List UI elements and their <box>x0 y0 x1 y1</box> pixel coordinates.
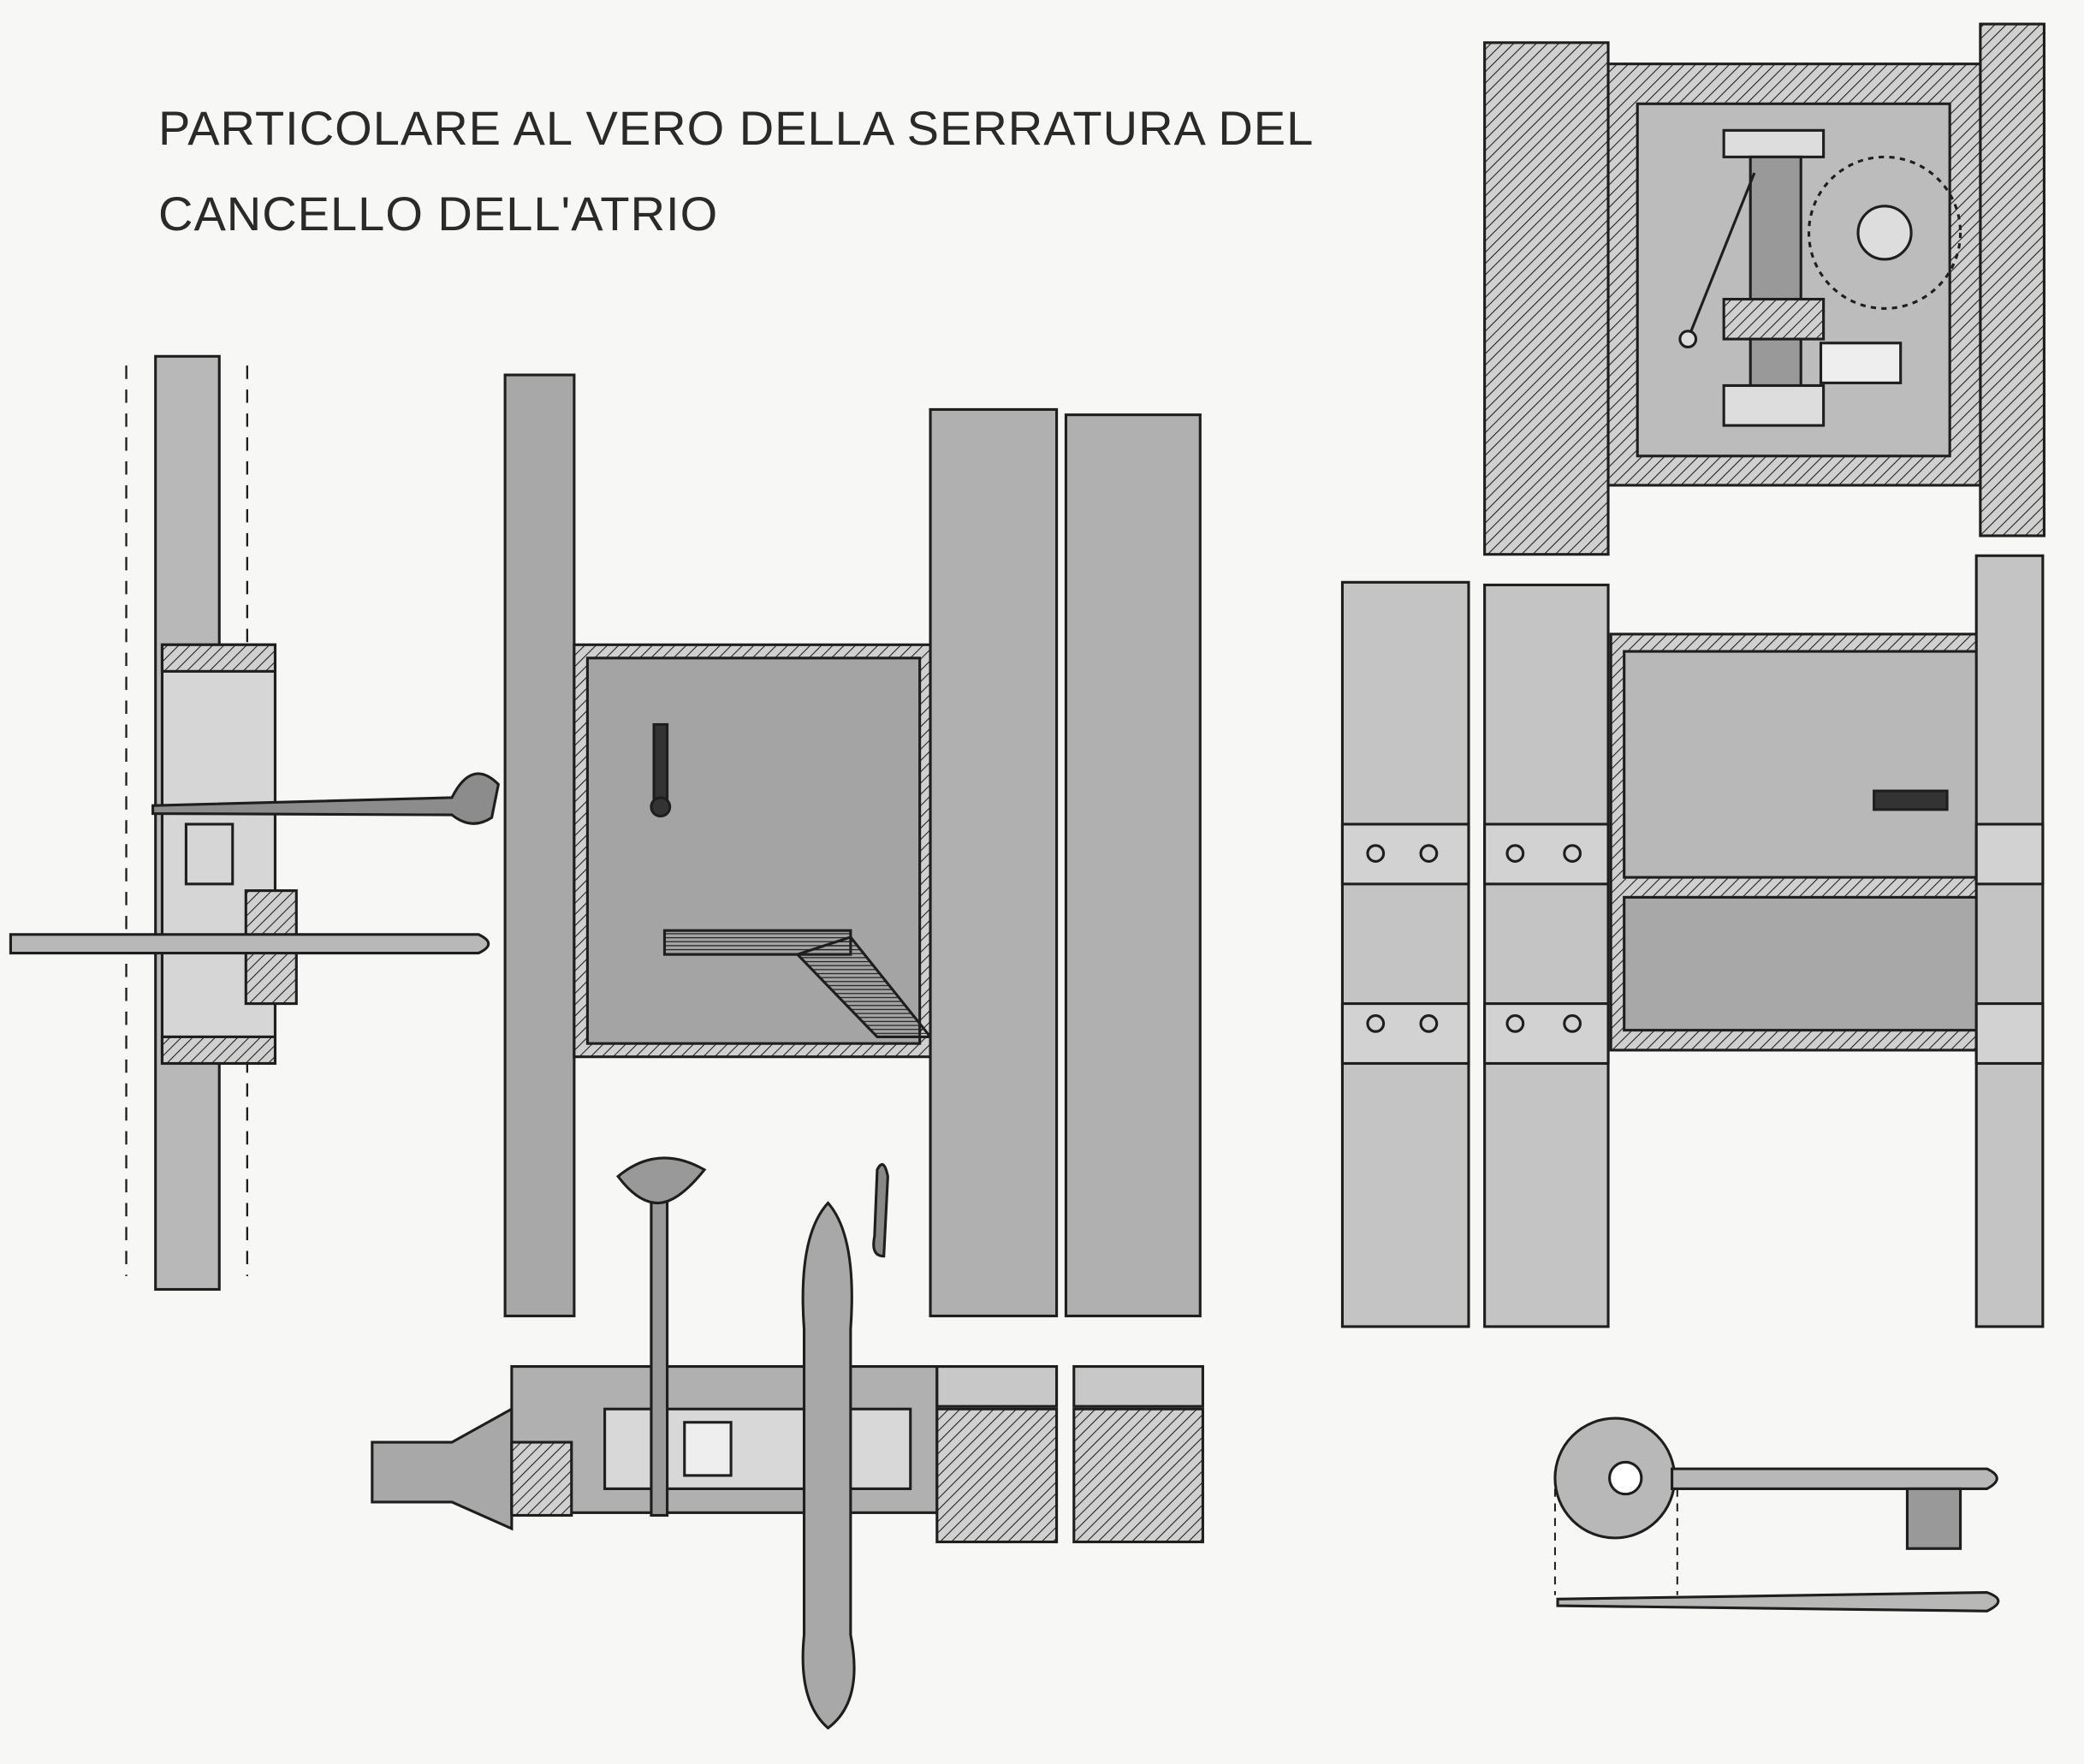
rear-elevation-view <box>1340 554 2045 1328</box>
lock-mechanism-plan <box>1483 22 2045 556</box>
drawing-title: PARTICOLARE AL VERO DELLA SERRATURA DEL … <box>158 86 1314 257</box>
title-line-1: PARTICOLARE AL VERO DELLA SERRATURA DEL <box>158 101 1315 155</box>
side-section-view <box>9 354 501 1292</box>
title-line-2: CANCELLO DELL'ATRIO <box>158 187 719 241</box>
front-elevation-view <box>503 373 1202 1318</box>
key-drawing <box>1553 1417 2000 1613</box>
lock-bolt-plan <box>371 1156 1204 1730</box>
